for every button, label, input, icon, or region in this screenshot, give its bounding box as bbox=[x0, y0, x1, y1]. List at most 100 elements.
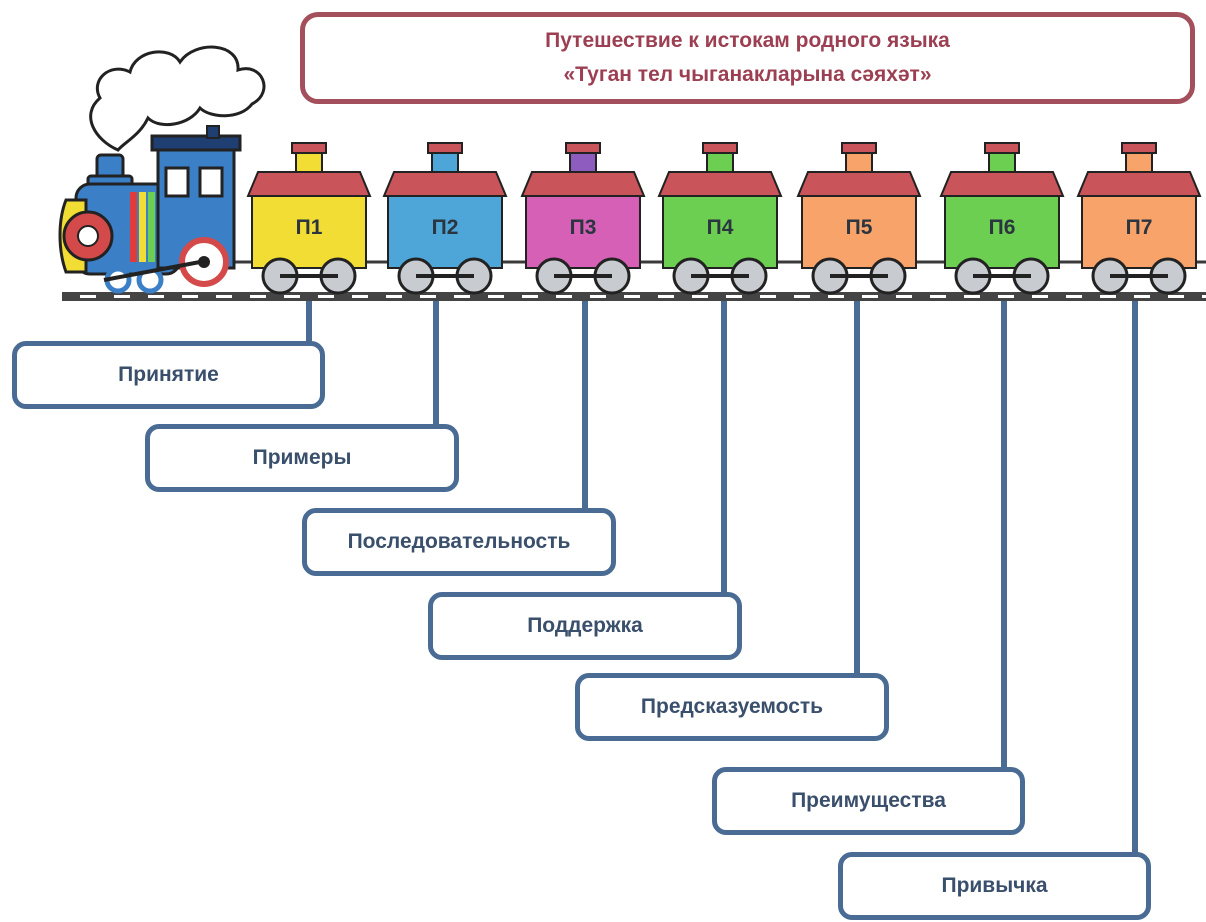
wagon-5: П5 bbox=[796, 142, 922, 295]
step-box-6: Преимущества bbox=[712, 767, 1025, 835]
step-box-7: Привычка bbox=[838, 852, 1151, 920]
rail-stripe bbox=[250, 295, 266, 298]
wagon-chimney bbox=[431, 151, 459, 173]
step-label-1: Принятие bbox=[118, 363, 219, 386]
step-box-4: Поддержка bbox=[428, 592, 742, 660]
wagon-label: П2 bbox=[432, 216, 459, 239]
wagon-2: П2 bbox=[382, 142, 508, 295]
rail-stripe bbox=[1032, 295, 1048, 298]
loco-stripe bbox=[130, 192, 137, 262]
rail-stripe bbox=[522, 295, 538, 298]
wagon-roof bbox=[939, 171, 1065, 197]
title-line-2: «Туган тел чыганакларына сәяхәт» bbox=[563, 63, 932, 86]
rail-stripe bbox=[454, 295, 470, 298]
wagon-chimney bbox=[845, 151, 873, 173]
wagon-body bbox=[387, 189, 503, 269]
smoke-cloud bbox=[89, 45, 266, 152]
rail-stripe bbox=[794, 295, 810, 298]
step-label-6: Преимущества bbox=[791, 789, 946, 812]
wagon-chimney-cap bbox=[702, 142, 738, 154]
wagon-chimney bbox=[569, 151, 597, 173]
rail-stripe bbox=[590, 295, 606, 298]
loco-rod bbox=[103, 260, 201, 282]
title-line-1: Путешествие к истокам родного языка bbox=[545, 29, 950, 52]
step-label-4: Поддержка bbox=[527, 614, 643, 637]
rail-stripe bbox=[896, 295, 912, 298]
wagon-roof bbox=[1076, 171, 1202, 197]
rail-stripe bbox=[998, 295, 1014, 298]
wagon-chimney bbox=[706, 151, 734, 173]
wagon-body bbox=[944, 189, 1060, 269]
wagon-3: П3 bbox=[520, 142, 646, 295]
title-box: Путешествие к истокам родного языка «Туг… bbox=[300, 12, 1195, 104]
wagon-chimney bbox=[295, 151, 323, 173]
rail-stripe bbox=[828, 295, 844, 298]
step-label-5: Предсказуемость bbox=[640, 695, 824, 718]
wagon-4: П4 bbox=[657, 142, 783, 295]
rail-stripe bbox=[658, 295, 674, 298]
loco-cab-vent bbox=[206, 125, 220, 139]
rail-stripe bbox=[1202, 295, 1206, 298]
loco-small-wheel bbox=[136, 266, 164, 294]
loco-window bbox=[198, 166, 224, 198]
wagon-label: П6 bbox=[989, 216, 1016, 239]
wagon-roof bbox=[520, 171, 646, 197]
step-label-2: Примеры bbox=[252, 446, 352, 469]
rail-stripe bbox=[182, 295, 198, 298]
rail-stripe bbox=[726, 295, 742, 298]
rail-stripe bbox=[624, 295, 640, 298]
wagon-1: П1 bbox=[246, 142, 372, 295]
rail-stripe bbox=[318, 295, 334, 298]
rail-stripe bbox=[80, 295, 96, 298]
wagon-label: П1 bbox=[296, 216, 323, 239]
step-box-5: Предсказуемость bbox=[575, 673, 889, 741]
rail-stripe bbox=[386, 295, 402, 298]
rail-stripe bbox=[284, 295, 300, 298]
wagon-roof bbox=[246, 171, 372, 197]
rail-stripe bbox=[1134, 295, 1150, 298]
step-box-2: Примеры bbox=[145, 424, 459, 492]
wagon-label: П4 bbox=[707, 216, 734, 239]
step-box-3: Последовательность bbox=[302, 508, 616, 576]
wagons: П1 П2 П3 П4 П5 П6 П7 bbox=[246, 142, 1202, 295]
wagon-7: П7 bbox=[1076, 142, 1202, 295]
wagon-body bbox=[801, 189, 917, 269]
rail-stripe bbox=[862, 295, 878, 298]
wagon-chimney-cap bbox=[427, 142, 463, 154]
step-label-3: Последовательность bbox=[347, 530, 571, 553]
wagon-chimney-cap bbox=[1121, 142, 1157, 154]
wagon-6: П6 bbox=[939, 142, 1065, 295]
wagon-roof bbox=[657, 171, 783, 197]
wagon-chimney bbox=[988, 151, 1016, 173]
step-label-7: Привычка bbox=[941, 874, 1048, 897]
step-box-1: Принятие bbox=[12, 341, 325, 409]
loco-stripe bbox=[139, 192, 146, 262]
wagon-body bbox=[251, 189, 367, 269]
wagon-label: П5 bbox=[846, 216, 873, 239]
loco-stripe bbox=[148, 192, 155, 262]
wagon-label: П7 bbox=[1126, 216, 1153, 239]
rail-stripe bbox=[1066, 295, 1082, 298]
loco-big-hub bbox=[198, 256, 210, 268]
loco-window bbox=[164, 166, 190, 198]
rail-stripe bbox=[488, 295, 504, 298]
loco-front-hub bbox=[77, 225, 99, 247]
rail-stripe bbox=[692, 295, 708, 298]
rail-stripe bbox=[114, 295, 130, 298]
wagon-label: П3 bbox=[570, 216, 597, 239]
loco-cab-roof bbox=[150, 134, 242, 152]
wagon-chimney-cap bbox=[984, 142, 1020, 154]
locomotive bbox=[58, 45, 266, 294]
wagon-body bbox=[525, 189, 641, 269]
wagon-chimney-cap bbox=[841, 142, 877, 154]
rail-stripe bbox=[556, 295, 572, 298]
rail-stripe bbox=[1100, 295, 1116, 298]
rail-stripe bbox=[420, 295, 436, 298]
rail-stripe bbox=[930, 295, 946, 298]
wagon-roof bbox=[382, 171, 508, 197]
wagon-chimney-cap bbox=[291, 142, 327, 154]
rail-stripe bbox=[148, 295, 164, 298]
rail-stripe bbox=[216, 295, 232, 298]
wagon-chimney-cap bbox=[565, 142, 601, 154]
